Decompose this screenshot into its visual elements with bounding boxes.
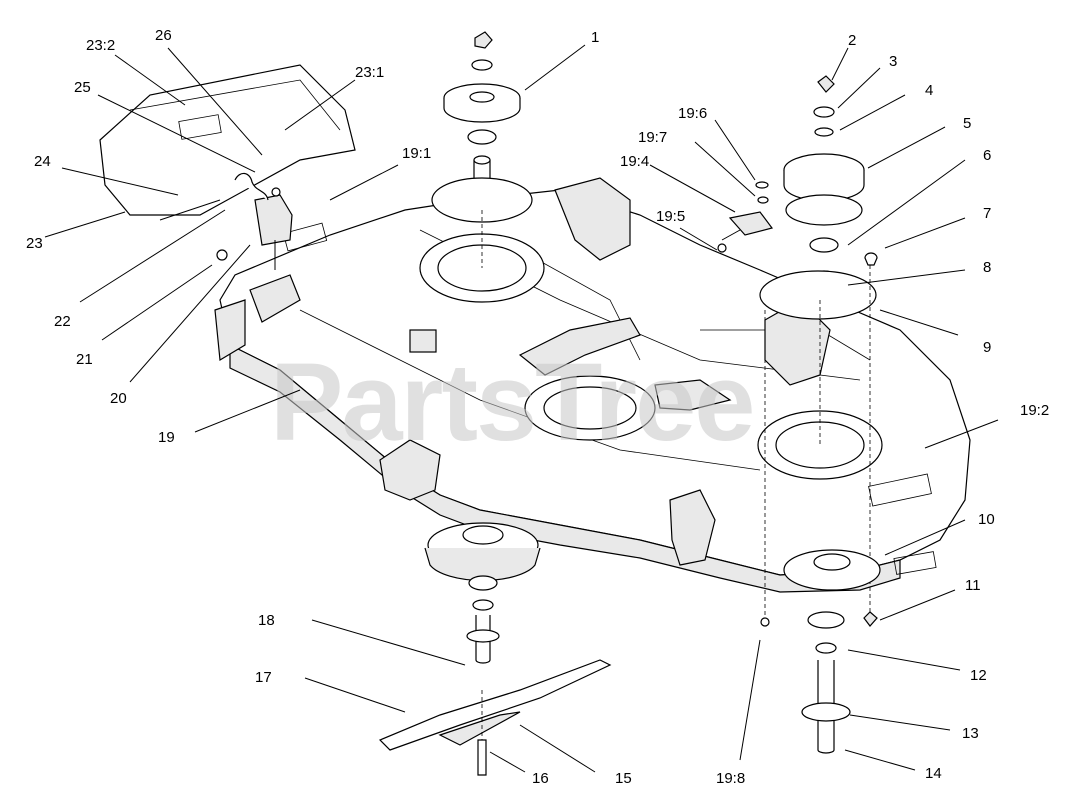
- discharge-chute: [99, 64, 356, 270]
- callout-11: 11: [965, 577, 981, 594]
- lower-right-spindle: [760, 549, 881, 754]
- callout-21: 21: [76, 351, 93, 368]
- callout-16: 16: [532, 770, 549, 787]
- callout-10: 10: [978, 511, 995, 528]
- callout-1: 1: [591, 29, 599, 46]
- callout-23-2: 23:2: [86, 37, 115, 54]
- callout-5: 5: [963, 115, 971, 132]
- callout-15: 15: [615, 770, 632, 787]
- callout-22: 22: [54, 313, 71, 330]
- callout-7: 7: [983, 205, 991, 222]
- callout-labels: 1 2 3 4 5 6 7 8 9 10 11 12 13 14 15 16 1…: [26, 27, 1049, 787]
- callout-19-7: 19:7: [638, 129, 667, 146]
- callout-8: 8: [983, 259, 991, 276]
- callout-23: 23: [26, 235, 43, 252]
- callout-4: 4: [925, 82, 933, 99]
- callout-25: 25: [74, 79, 91, 96]
- leader-lines: [44, 44, 999, 773]
- callout-26: 26: [155, 27, 172, 44]
- lower-left-spindle: [378, 522, 612, 776]
- callout-19-2: 19:2: [1020, 402, 1049, 419]
- callout-14: 14: [925, 765, 942, 782]
- right-pulley-assembly: [759, 75, 878, 620]
- callout-3: 3: [889, 53, 897, 70]
- watermark-text: PartsTree: [270, 341, 753, 464]
- callout-19-8: 19:8: [716, 770, 745, 787]
- callout-17: 17: [255, 669, 272, 686]
- callout-19: 19: [158, 429, 175, 446]
- callout-23-1: 23:1: [355, 64, 384, 81]
- callout-24: 24: [34, 153, 51, 170]
- callout-19-1: 19:1: [402, 145, 431, 162]
- callout-19-4: 19:4: [620, 153, 649, 170]
- idler-bracket-assembly: [717, 181, 774, 253]
- callout-19-6: 19:6: [678, 105, 707, 122]
- callout-2: 2: [848, 32, 856, 49]
- callout-9: 9: [983, 339, 991, 356]
- callout-18: 18: [258, 612, 275, 629]
- callout-19-5: 19:5: [656, 208, 685, 225]
- callout-13: 13: [962, 725, 979, 742]
- callout-20: 20: [110, 390, 127, 407]
- callout-6: 6: [983, 147, 991, 164]
- center-pulley-assembly: [431, 31, 533, 268]
- callout-12: 12: [970, 667, 987, 684]
